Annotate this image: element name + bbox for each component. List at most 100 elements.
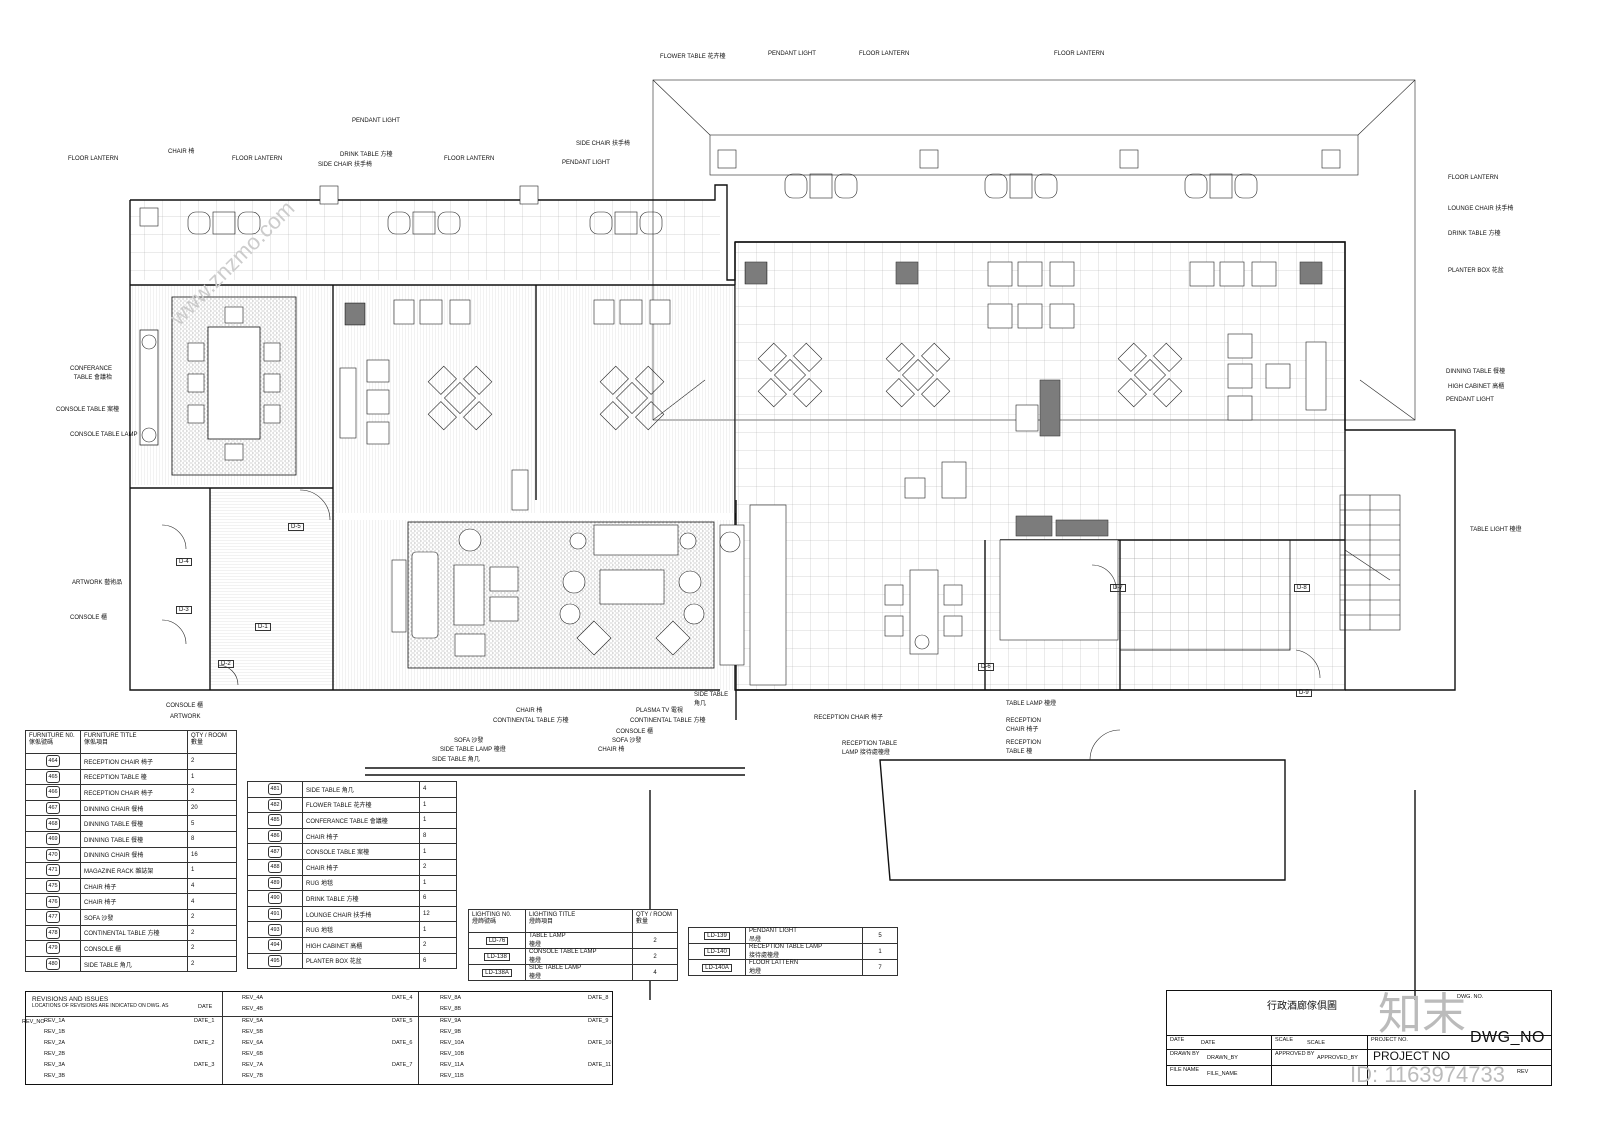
conference-chairs <box>187 306 281 461</box>
dwg-no: DWG_NO <box>1470 1029 1545 1046</box>
approved-by-value: APPROVED_BY <box>1317 1055 1358 1061</box>
revision-date: DATE_9 <box>588 1018 609 1024</box>
revisions-subtitle: LOCATIONS OF REVISIONS ARE INDICATED ON … <box>32 1003 169 1009</box>
door-tag: D-2 <box>218 660 234 668</box>
approved-by-label: APPROVED BY <box>1275 1051 1315 1057</box>
revision-item: REV_9B <box>440 1029 462 1035</box>
revision-item: REV_5A <box>242 1018 264 1024</box>
revision-item: REV_11A <box>440 1062 464 1068</box>
revision-item: REV_5B <box>242 1029 264 1035</box>
revision-date: DATE_3 <box>194 1062 215 1068</box>
callout-table-light: TABLE LIGHT 檯燈 <box>1470 527 1522 533</box>
planters <box>344 261 1323 537</box>
revision-date: DATE_6 <box>392 1040 413 1046</box>
revision-item: REV_3A <box>44 1062 66 1068</box>
revision-item: REV_6B <box>242 1051 264 1057</box>
callout-side-chair: SIDE CHAIR 扶手椅 <box>576 141 631 147</box>
revision-item: REV_3B <box>44 1073 66 1079</box>
corridor-floor <box>210 490 335 686</box>
rev-label: REV <box>1517 1069 1529 1075</box>
date-label: DATE <box>1170 1037 1185 1043</box>
callout-reception-chair: RECEPTION CHAIR 椅子 <box>814 715 884 721</box>
revisions-title: REVISIONS AND ISSUES <box>32 996 109 1003</box>
revision-item: REV_2B <box>44 1051 66 1057</box>
revision-date: DATE_7 <box>392 1062 413 1068</box>
revision-date: DATE_8 <box>588 995 609 1001</box>
callout-floor-lantern: FLOOR LANTERN <box>859 51 910 57</box>
callout-pendant-light: PENDANT LIGHT <box>768 51 816 57</box>
door-tag: D-7 <box>1110 584 1126 592</box>
callout-lounge-chair: LOUNGE CHAIR 扶手椅 <box>1448 206 1514 212</box>
callout-floor-lantern: FLOOR LANTERN <box>1448 175 1499 181</box>
lounge-furniture <box>339 341 1327 686</box>
revision-date: DATE_2 <box>194 1040 215 1046</box>
callout-dinning-table: DINNING TABLE 餐檯 <box>1446 369 1506 375</box>
callout-drink-table: DRINK TABLE 方檯 <box>340 152 393 158</box>
callout-drink-table: DRINK TABLE 方檯 <box>1448 231 1501 237</box>
callout-reception-chair: RECEPTION CHAIR 椅子 <box>1006 718 1042 733</box>
callout-conferance-table: CONFERANCE TABLE 會議枱 <box>69 366 112 381</box>
door-tag: D-8 <box>1294 584 1310 592</box>
dwg-no-label: DWG. NO. <box>1457 994 1484 1000</box>
callout-console-table: CONSOLE TABLE 案檯 <box>56 407 120 413</box>
revision-date: DATE_10 <box>588 1040 612 1046</box>
stair <box>1339 494 1401 631</box>
pantry-floor <box>1119 539 1291 651</box>
revision-item: REV_2A <box>44 1040 66 1046</box>
watermark-id: ID: 1163974733 <box>1350 1062 1505 1087</box>
revision-no: REV_NO <box>22 1019 45 1025</box>
callout-artwork: ARTWORK <box>170 714 201 720</box>
callout-table-lamp: TABLE LAMP 檯燈 <box>1006 701 1057 707</box>
drawn-by-label: DRAWN BY <box>1170 1051 1200 1057</box>
callout-floor-lantern: FLOOR LANTERN <box>444 156 495 162</box>
callout-console: CONSOLE 櫃 <box>166 703 204 709</box>
revision-item: REV_1B <box>44 1029 66 1035</box>
callout-artwork: ARTWORK 藝術品 <box>72 580 123 586</box>
callout-continental-table: CONTINENTAL TABLE 方檯 <box>493 718 569 724</box>
revisions-block: REVISIONS AND ISSUES LOCATIONS OF REVISI… <box>22 991 613 1085</box>
revision-date: DATE_5 <box>392 1018 413 1024</box>
callout-console-table-lamp: CONSOLE TABLE LAMP <box>70 432 138 438</box>
file-name-value: FILE_NAME <box>1207 1071 1238 1077</box>
door-tag: D-1 <box>255 623 271 631</box>
conference-table-485 <box>207 326 261 440</box>
gallery-lounge-sets <box>187 173 1258 235</box>
callout-reception-table: RECEPTION TABLE 檯 <box>1006 740 1042 755</box>
console-table-487 <box>139 329 159 446</box>
revision-item: REV_4A <box>242 995 264 1001</box>
callout-planter-box: PLANTER BOX 花盆 <box>1448 268 1504 274</box>
callout-floor-lantern: FLOOR LANTERN <box>1054 51 1105 57</box>
gallery-floor <box>130 200 720 280</box>
callout-high-cabinet: HIGH CABINET 高櫃 <box>1448 384 1505 390</box>
callout-side-table: SIDE TABLE 角几 <box>432 757 480 763</box>
revision-item: REV_8B <box>440 1006 462 1012</box>
scale-value: SCALE <box>1307 1040 1326 1046</box>
revision-item: REV_7A <box>242 1062 264 1068</box>
